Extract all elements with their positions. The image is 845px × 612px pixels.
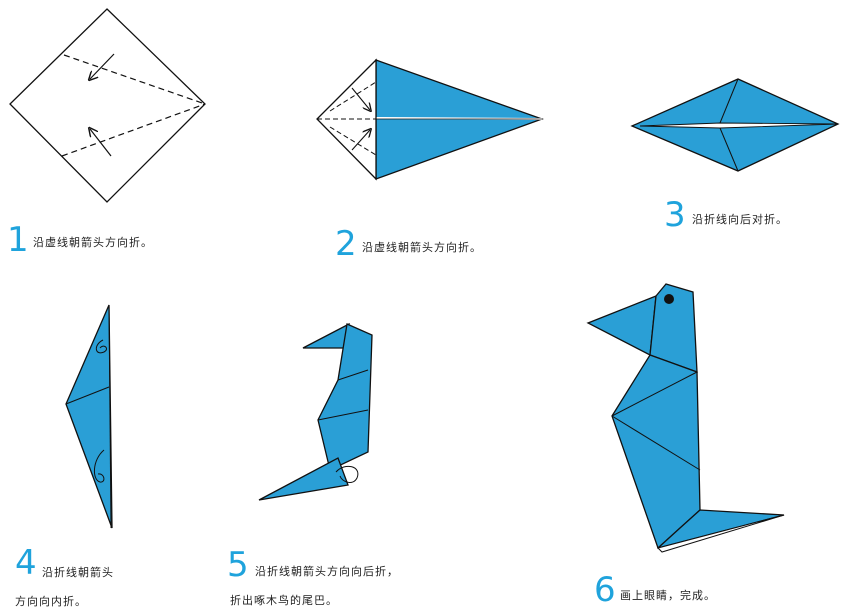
step-4-figure bbox=[66, 305, 112, 528]
step-6-eye-icon bbox=[664, 294, 674, 304]
step-4-number: 4 bbox=[15, 546, 37, 580]
step-3-instruction: 沿折线向后对折。 bbox=[692, 212, 788, 228]
step-5-head bbox=[303, 324, 349, 348]
step-1-instruction: 沿虚线朝箭头方向折。 bbox=[33, 235, 153, 251]
step-5-number: 5 bbox=[227, 548, 249, 582]
step-6-body bbox=[612, 355, 700, 548]
step-3-number: 3 bbox=[664, 198, 686, 232]
step-4-instruction-line1: 沿折线朝箭头 bbox=[42, 565, 114, 581]
step-4-blue-blade bbox=[66, 305, 112, 528]
step-5-instruction-line2: 折出啄木鸟的尾巴。 bbox=[230, 593, 338, 609]
step-4-instruction-line2: 方向向内折。 bbox=[15, 594, 87, 610]
step-2-figure bbox=[317, 60, 542, 179]
step-2-instruction: 沿虚线朝箭头方向折。 bbox=[362, 240, 482, 256]
step-1-number: 1 bbox=[7, 223, 29, 257]
step-3-figure bbox=[632, 79, 838, 171]
step-6-figure bbox=[588, 284, 784, 552]
step-5-figure bbox=[259, 324, 372, 500]
step-1-figure bbox=[10, 9, 205, 202]
step-2-number: 2 bbox=[335, 227, 357, 261]
step-1-paper-square bbox=[10, 9, 205, 202]
step-5-tail bbox=[259, 458, 348, 500]
step-6-beak bbox=[588, 296, 656, 355]
step-6-number: 6 bbox=[594, 573, 616, 607]
step-6-instruction: 画上眼睛，完成。 bbox=[620, 588, 716, 604]
step-5-instruction-line1: 沿折线朝箭头方向向后折， bbox=[255, 564, 399, 580]
